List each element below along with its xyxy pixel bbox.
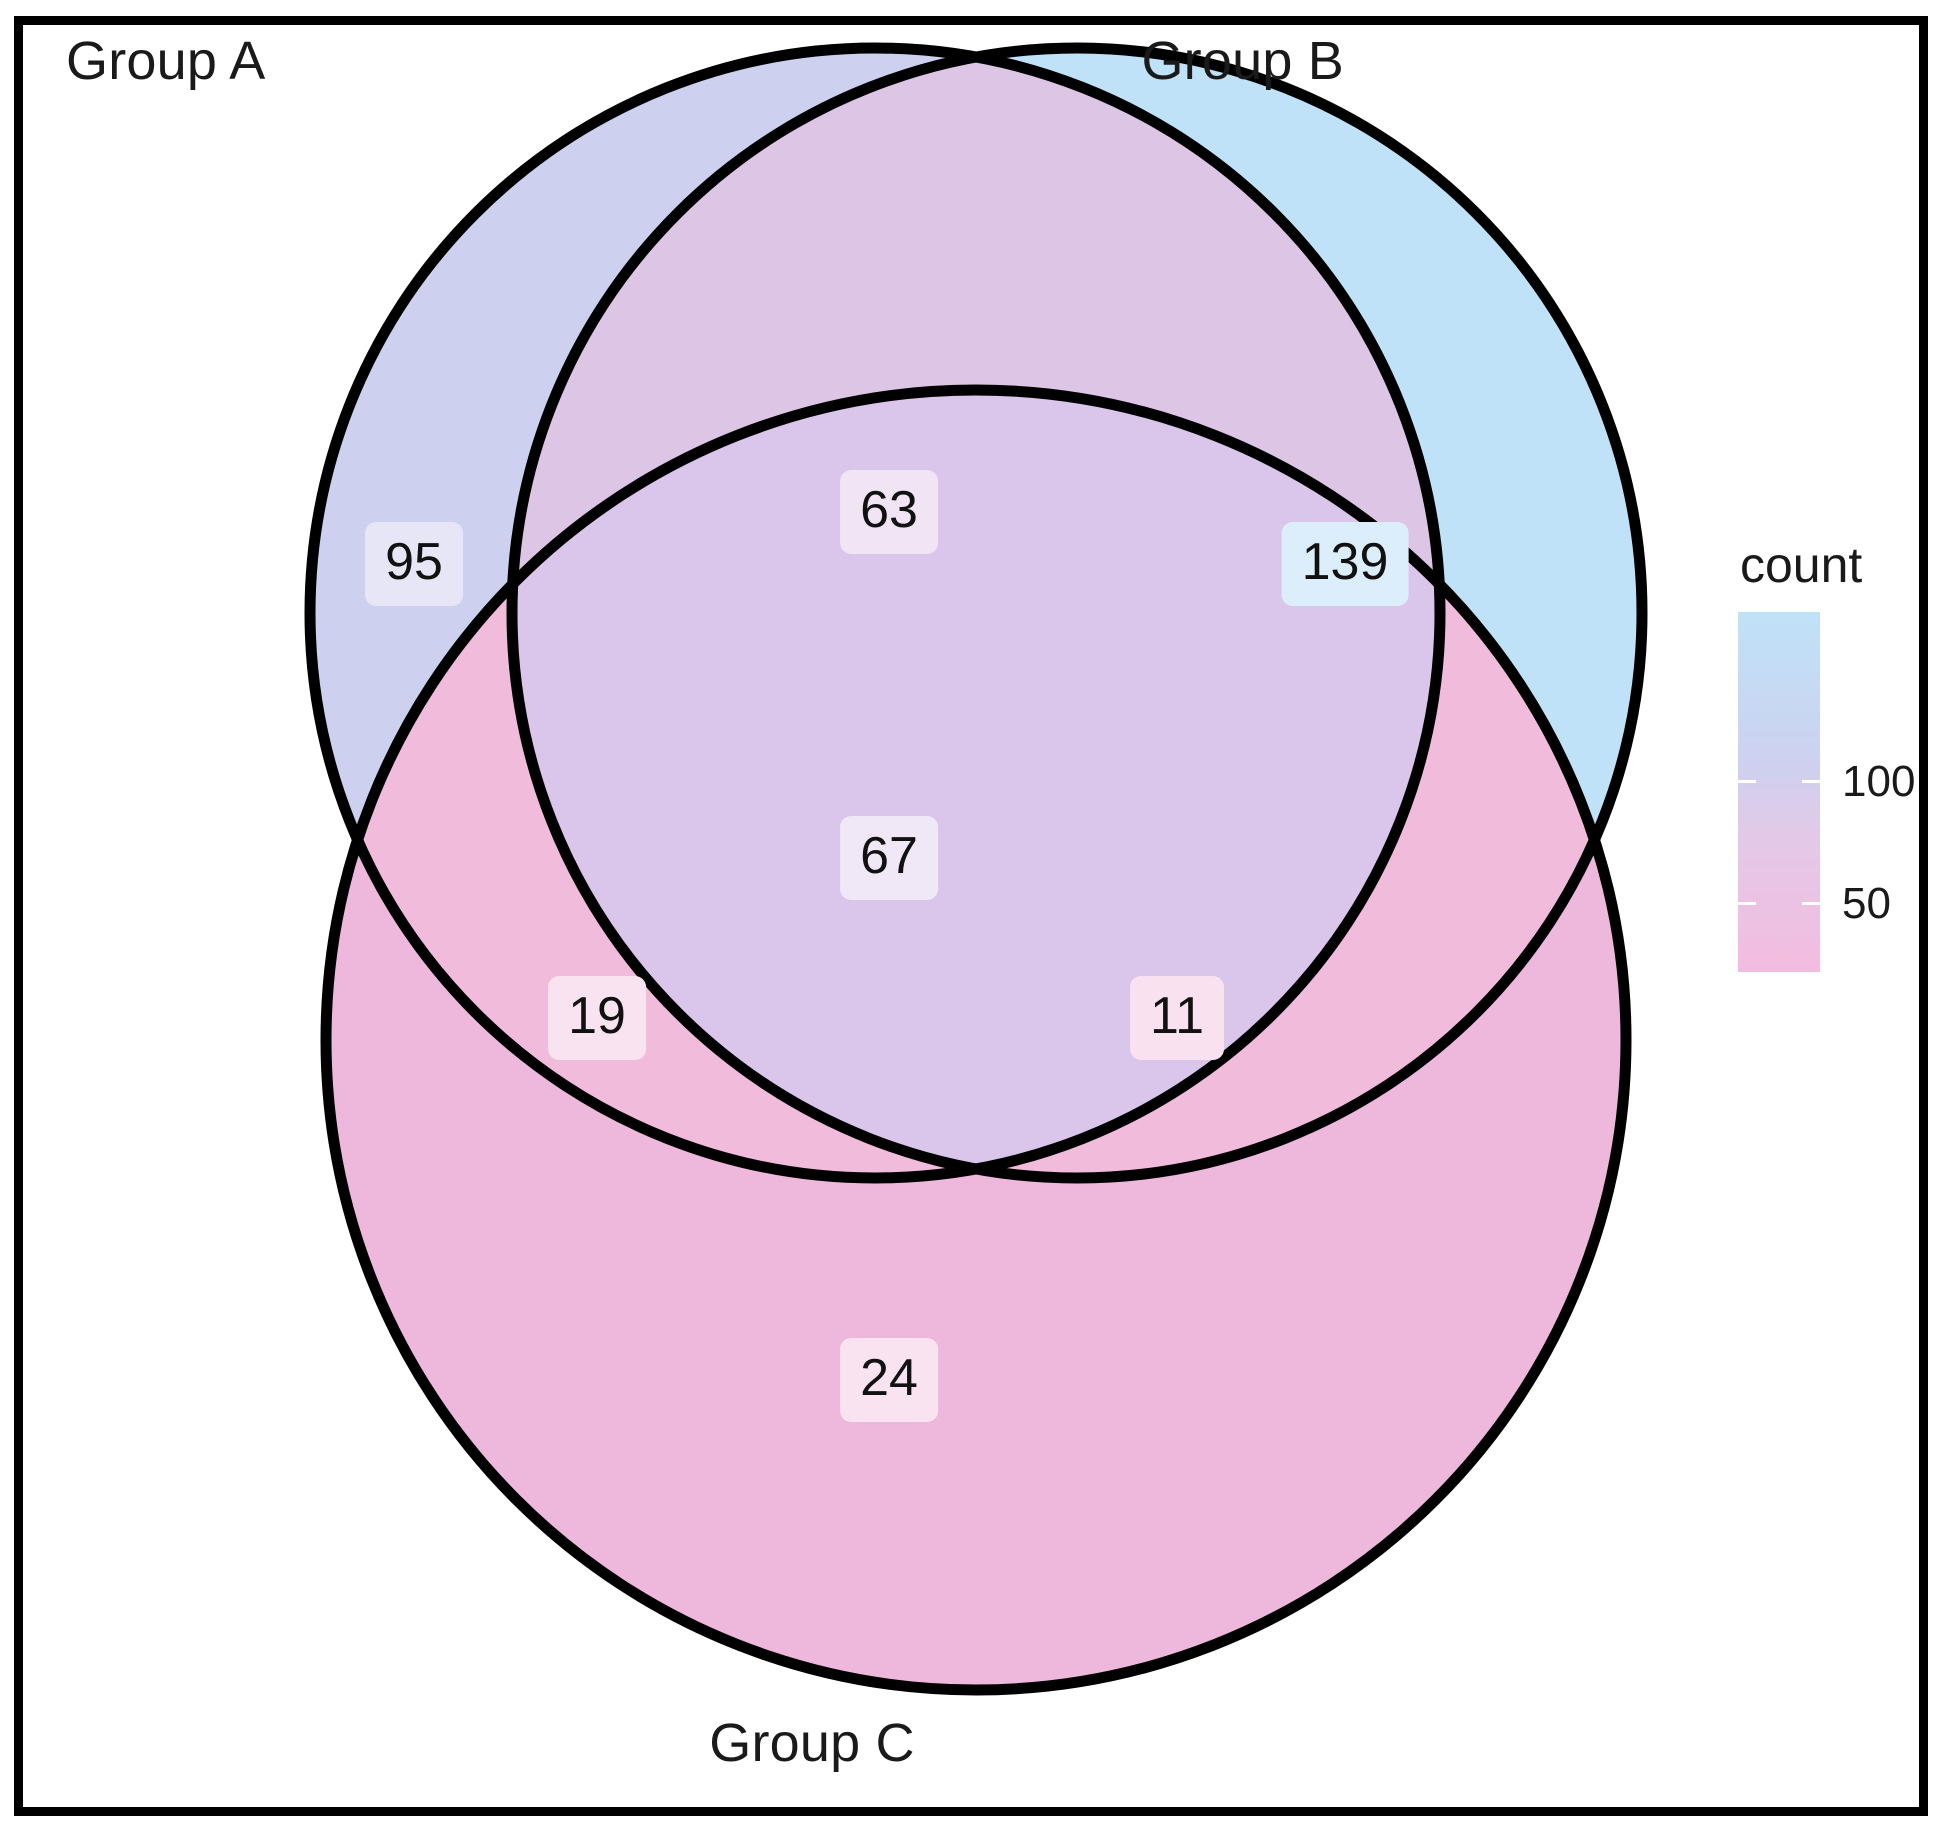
- set-label-group-c: Group C: [709, 1713, 915, 1773]
- set-label-group-a: Group A: [66, 31, 266, 91]
- legend-tick-label-50: 50: [1842, 879, 1891, 928]
- count-label-b-only: 139: [1281, 522, 1409, 606]
- legend-tick-mark-100-right: [1802, 780, 1820, 783]
- figure-frame: [14, 16, 1928, 1816]
- set-label-group-c-wrap: Group C: [0, 1712, 1954, 1774]
- count-label-a-b-c: 67: [840, 816, 938, 900]
- count-label-c-only: 24: [840, 1338, 938, 1422]
- legend-tick-label-100: 100: [1842, 757, 1916, 806]
- count-label-a-and-c: 19: [548, 976, 646, 1060]
- count-label-a-and-b: 63: [840, 470, 938, 554]
- legend-tick-mark-100-left: [1738, 780, 1756, 783]
- legend-colorbar: [1738, 612, 1820, 972]
- legend-colorbar-wrap: 100 50: [1738, 612, 1915, 972]
- legend-title: count: [1740, 537, 1863, 593]
- set-label-group-b: Group B: [1141, 31, 1344, 91]
- count-label-a-only: 95: [365, 522, 463, 606]
- count-label-b-and-c: 11: [1130, 976, 1224, 1060]
- legend-tick-mark-50-left: [1738, 902, 1756, 905]
- legend: count 100 50: [1738, 540, 1938, 972]
- legend-tick-mark-50-right: [1802, 902, 1820, 905]
